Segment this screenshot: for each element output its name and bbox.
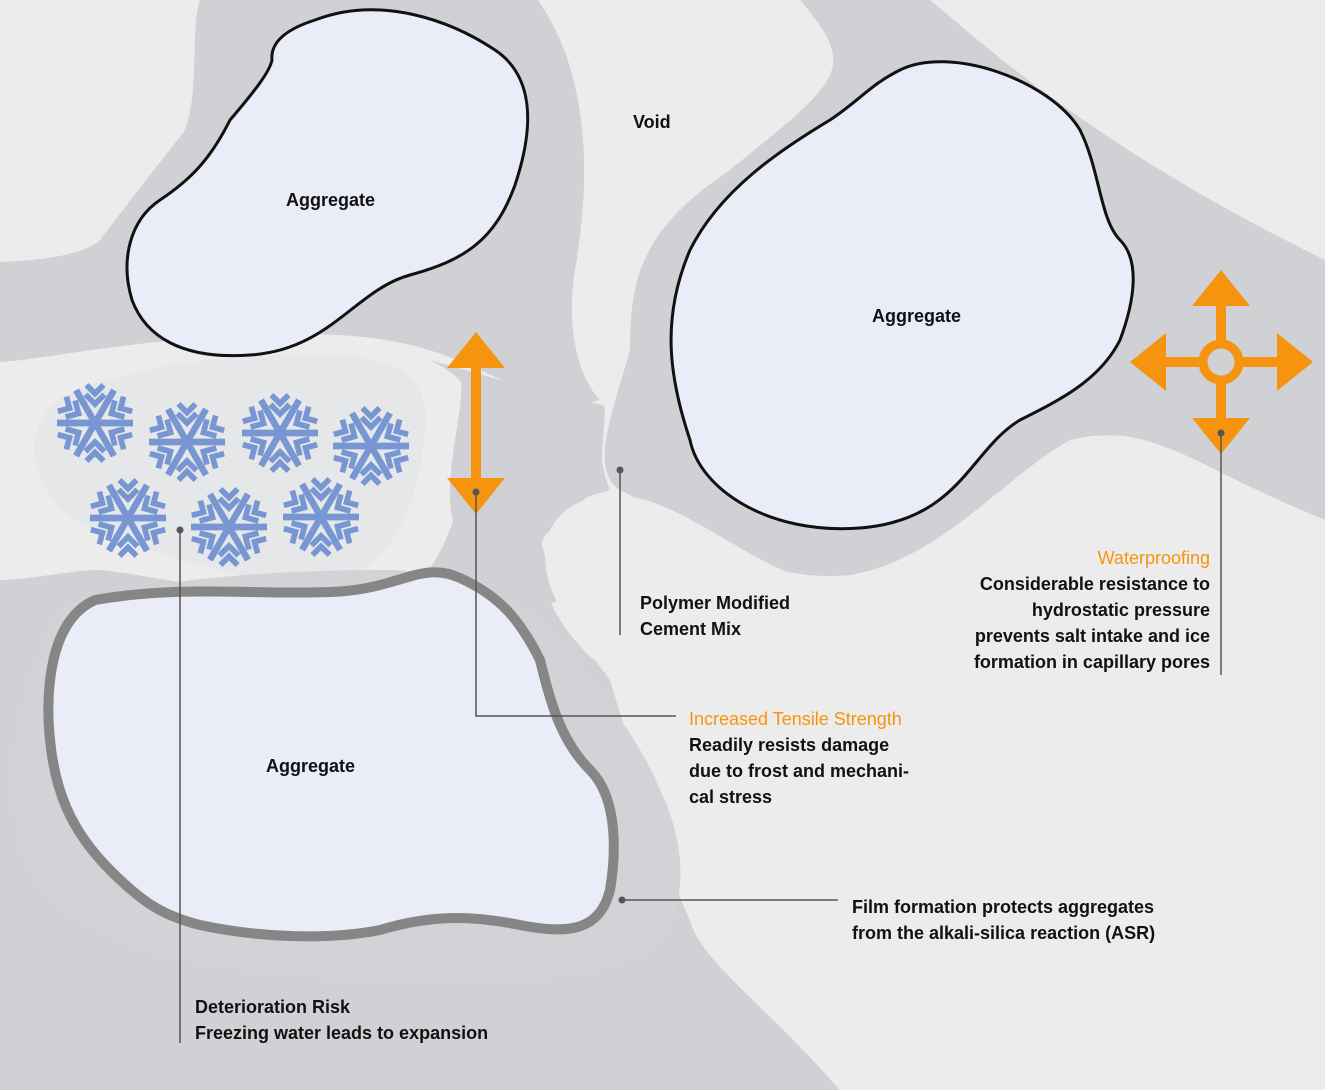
aggregate-right <box>669 60 1135 531</box>
waterproofing-callout: Waterproofing Considerable resistance to… <box>974 545 1210 675</box>
aggregate-bottom-left-film <box>43 567 619 942</box>
film-callout: Film formation protects aggregates from … <box>852 897 1156 943</box>
leader-lines <box>179 433 1222 1043</box>
snowflake-icon <box>149 404 225 480</box>
snowflake-icon <box>90 480 166 556</box>
snowflake-icon <box>191 489 267 565</box>
waterproofing-title: Waterproofing <box>1097 548 1210 568</box>
tensile-leader <box>475 492 676 717</box>
snowflake-icon <box>283 479 359 555</box>
snowflake-icon <box>242 395 318 471</box>
void-pocket-lower <box>545 435 1325 1090</box>
snowflake-icon <box>57 385 133 461</box>
aggregate-top-left <box>125 8 530 358</box>
leader-dots <box>176 429 1225 904</box>
snowflake-icon <box>333 408 409 484</box>
tensile-callout: Increased Tensile Strength Readily resis… <box>689 706 909 810</box>
void-label: Void <box>633 112 671 132</box>
deterioration-callout: Deterioration Risk Freezing water leads … <box>195 997 489 1043</box>
aggregate-label-right: Aggregate <box>872 306 962 326</box>
cement-matrix-pocket <box>420 360 605 620</box>
tensile-title: Increased Tensile Strength <box>689 709 902 729</box>
aggregate-label-top-left: Aggregate <box>286 190 376 210</box>
polymer-label: Polymer Modified Cement Mix <box>640 593 791 639</box>
aggregate-label-bottom-left: Aggregate <box>266 756 356 776</box>
